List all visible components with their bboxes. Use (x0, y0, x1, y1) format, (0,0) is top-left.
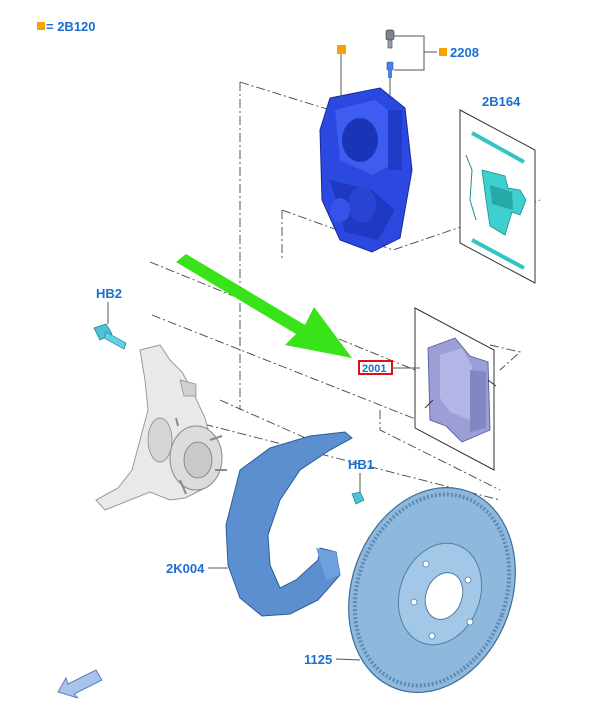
label-HB1[interactable]: HB1 (348, 457, 374, 472)
bolt-hb1[interactable]: HB1 (348, 457, 374, 505)
label-2B164[interactable]: 2B164 (482, 94, 521, 109)
bolt-hb2[interactable]: HB2 (93, 286, 127, 350)
pad-set-callout: 2001 (358, 360, 420, 375)
brake-rotor[interactable]: 1125 (304, 464, 543, 706)
caliper[interactable] (319, 87, 413, 253)
legend-text: = 2B120 (46, 19, 96, 34)
label-HB2[interactable]: HB2 (96, 286, 122, 301)
legend-marker-icon (37, 22, 45, 30)
legend: = 2B120 (37, 19, 96, 34)
sensor-callout: 2208 (394, 35, 479, 71)
label-2001[interactable]: 2001 (362, 363, 386, 375)
caliper-marker-icon (337, 45, 346, 100)
steering-knuckle (95, 344, 227, 511)
label-2208[interactable]: 2208 (450, 45, 479, 60)
navigation-arrow-icon[interactable] (57, 669, 103, 699)
brake-pad-set[interactable] (414, 307, 497, 471)
pointer-arrow-icon (176, 254, 352, 358)
label-1125[interactable]: 1125 (304, 652, 332, 667)
label-2K004[interactable]: 2K004 (166, 561, 205, 576)
pad-hardware-kit[interactable]: 2B164 (459, 94, 536, 284)
bleeder-screws[interactable] (385, 29, 395, 95)
sensor-marker-icon (439, 48, 447, 56)
dust-shield[interactable]: 2K004 (166, 431, 353, 617)
